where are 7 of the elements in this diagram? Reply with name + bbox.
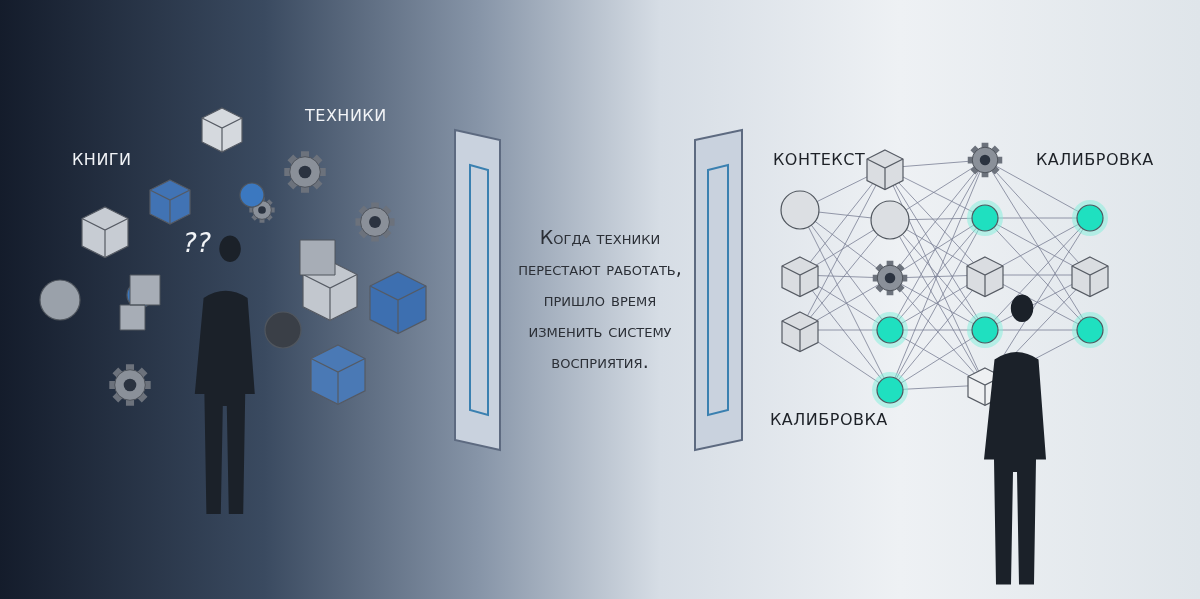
question-marks: ??: [183, 228, 212, 258]
category-label: КНИГИ: [72, 150, 132, 169]
category-label: КАЛИБРОВКА: [1036, 150, 1154, 169]
category-label: КАЛИБРОВКА: [770, 410, 888, 429]
quote-text: Когда техники перестают работать, пришло время изменить систему восприятия.: [517, 225, 683, 374]
category-label: КОНТЕКСТ: [773, 150, 866, 169]
category-label: ТЕХНИКИ: [305, 106, 387, 125]
